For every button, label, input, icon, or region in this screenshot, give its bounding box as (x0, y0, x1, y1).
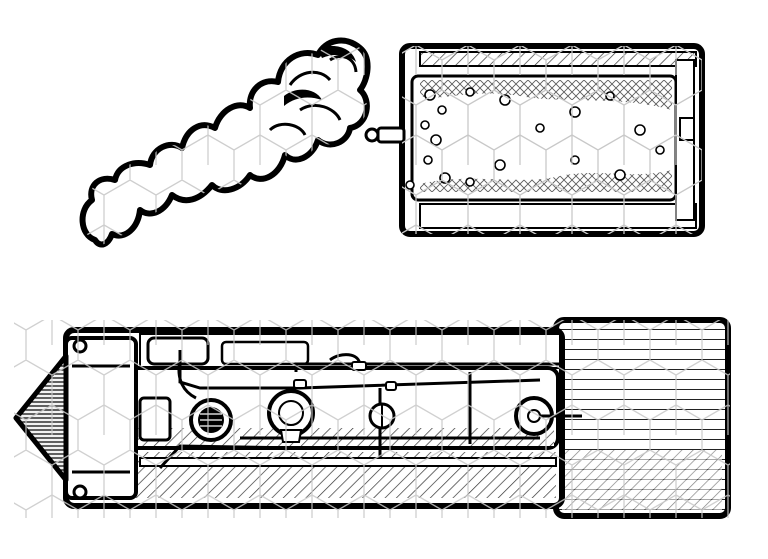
steam-locomotive (13, 317, 731, 519)
coal-tender-car (364, 43, 705, 237)
coupler-icon (364, 126, 406, 144)
locomotive-hex-overlay (14, 320, 730, 518)
tender-hex-overlay (402, 46, 702, 234)
smoke-cloud (79, 37, 371, 248)
